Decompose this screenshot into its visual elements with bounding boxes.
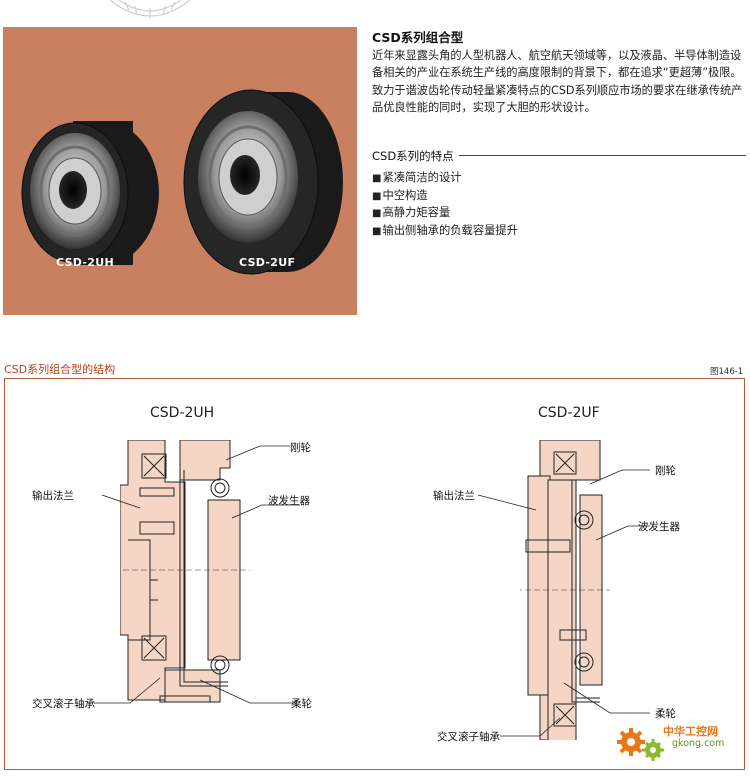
feature-item: 中空构造 bbox=[372, 188, 518, 206]
features-divider bbox=[459, 155, 746, 156]
csd-2uh-cross-section bbox=[120, 440, 250, 703]
csd-2uf-cross-section bbox=[520, 440, 610, 740]
callout-wave-generator-2uh: 波发生器 bbox=[268, 495, 310, 507]
gear-logo-icon bbox=[617, 728, 664, 761]
product-photo-illustration bbox=[21, 89, 343, 275]
csd-2uf-callout-lines bbox=[477, 469, 650, 737]
model-title-csd-2uh: CSD-2UH bbox=[150, 405, 215, 421]
csd-2uf-photo bbox=[183, 89, 343, 275]
product-label-csd-2uf: CSD-2UF bbox=[239, 256, 296, 269]
features-list: 紧凑简洁的设计 中空构造 高静力矩容量 输出侧轴承的负载容量提升 bbox=[372, 170, 518, 240]
callout-cross-roller-bearing-2uh: 交叉滚子轴承 bbox=[32, 698, 95, 710]
features-heading: CSD系列的特点 bbox=[372, 149, 454, 163]
callout-output-flange-2uf: 输出法兰 bbox=[433, 490, 475, 502]
watermark-site-name: 中华工控网 bbox=[663, 725, 718, 738]
watermark-url: gkong.com bbox=[672, 738, 725, 749]
intro-paragraph-1: 近年来显露头角的人型机器人、航空航天领域等，以及液晶、半导体制造设备相关的产业在… bbox=[372, 49, 742, 80]
callout-circular-spline-2uf: 刚轮 bbox=[655, 465, 676, 477]
feature-item: 紧凑简洁的设计 bbox=[372, 170, 518, 188]
callout-cross-roller-bearing-2uf: 交叉滚子轴承 bbox=[437, 731, 500, 743]
feature-item: 输出侧轴承的负载容量提升 bbox=[372, 223, 518, 241]
gear-outline-decoration bbox=[109, 0, 191, 18]
feature-item: 高静力矩容量 bbox=[372, 205, 518, 223]
model-title-csd-2uf: CSD-2UF bbox=[538, 405, 600, 421]
callout-wave-generator-2uf: 波发生器 bbox=[638, 521, 680, 533]
structure-title: CSD系列组合型的结构 bbox=[4, 363, 116, 376]
csd-2uh-callout-lines bbox=[94, 445, 300, 704]
intro-paragraph-2: 致力于谐波齿轮传动轻量紧凑特点的CSD系列顺应市场的要求在继承传统产品优良性能的… bbox=[372, 83, 743, 114]
csd-2uh-photo bbox=[21, 121, 159, 265]
product-photo: CSD-2UH CSD-2UF bbox=[3, 27, 357, 315]
figure-number: 图146-1 bbox=[710, 367, 744, 377]
intro-text: 近年来显露头角的人型机器人、航空航天领域等，以及液晶、半导体制造设备相关的产业在… bbox=[372, 47, 747, 116]
callout-flexspline-2uf: 柔轮 bbox=[655, 708, 676, 720]
section-title: CSD系列组合型 bbox=[372, 30, 464, 45]
callout-circular-spline-2uh: 刚轮 bbox=[290, 442, 311, 454]
callout-output-flange-2uh: 输出法兰 bbox=[32, 490, 74, 502]
callout-flexspline-2uh: 柔轮 bbox=[291, 698, 312, 710]
product-label-csd-2uh: CSD-2UH bbox=[56, 256, 114, 269]
